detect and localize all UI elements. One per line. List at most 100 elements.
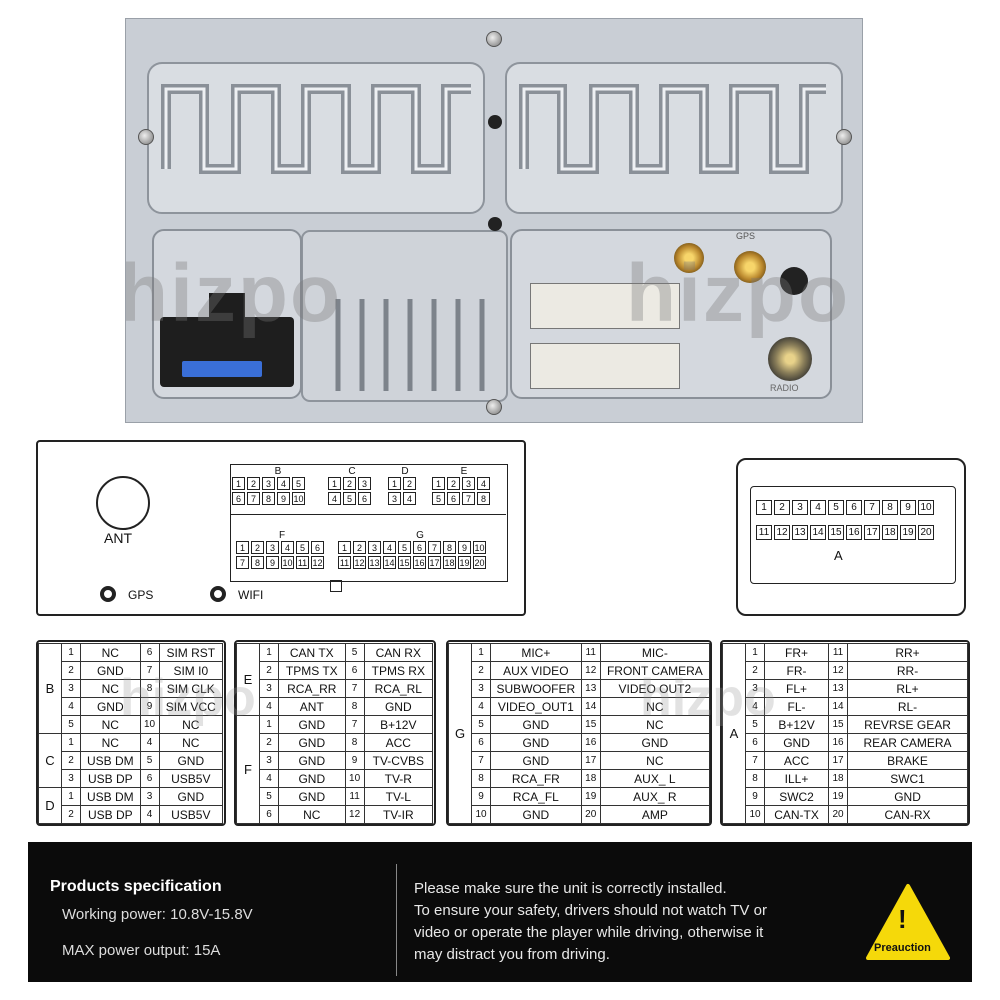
table-frame-ef [234,640,436,826]
pin-function: TPMS TX [278,661,346,680]
pin-number: 9 [471,787,491,806]
pin-function: GND [363,697,434,716]
pin-number: 2 [61,661,81,680]
pin-function: GND [490,751,582,770]
pin-function: GND [278,769,346,788]
pin-function: REAR CAMERA [847,733,968,752]
pin-cell: 7 [247,492,260,505]
pin-function: VIDEO_OUT1 [490,697,582,716]
pin-function: TV-R [363,769,434,788]
pin-cell: 1 [756,500,772,515]
pin-number: 5 [61,715,81,734]
pin-cell: 2 [403,477,416,490]
pin-cell: 4 [281,541,294,554]
working-power: Working power: 10.8V-15.8V [62,906,253,923]
connector-key [330,580,342,592]
pin-number: 10 [471,805,491,824]
group-d-label: D [401,466,409,477]
pin-function: CAN-TX [763,805,830,824]
pin-number: 18 [580,769,601,788]
gps-antenna-port [734,251,766,283]
pin-cell: 9 [458,541,471,554]
pin-function: GND [278,715,346,734]
radio-antenna-port [768,337,812,381]
pin-cell: 9 [900,500,916,515]
pin-number: 2 [471,661,491,680]
group-cell: C [38,733,62,788]
warning-exclamation: ! [898,904,907,934]
pin-cell: 6 [358,492,371,505]
pin-function: RCA_RR [278,679,346,698]
group-e-label: E [460,466,468,477]
pin-number: 6 [139,769,160,788]
pin-number: 7 [471,751,491,770]
pin-cell: 7 [428,541,441,554]
pin-cell: 17 [428,556,441,569]
pin-number: 15 [828,715,849,734]
pin-function: VIDEO OUT2 [599,679,711,698]
pin-cell: 11 [296,556,309,569]
pin-cell: 2 [353,541,366,554]
mount-hole [488,115,502,129]
pin-number: 1 [745,643,765,662]
pin-number: 12 [580,661,601,680]
pin-number: 4 [259,697,279,716]
pin-function: TPMS RX [363,661,434,680]
group-cell: G [448,643,472,824]
pin-number: 9 [344,751,365,770]
connector-a-outline [750,486,956,584]
pin-function: GND [847,787,968,806]
pin-cell: 7 [864,500,880,515]
pin-cell: 2 [343,477,356,490]
pin-function: RCA_RL [363,679,434,698]
group-cell: B [38,643,62,734]
watermark-left: hizpo [125,248,343,339]
pin-number: 3 [471,679,491,698]
pin-number: 3 [259,679,279,698]
pin-cell: 13 [792,525,808,540]
pin-function: AUX_ R [599,787,711,806]
pin-number: 9 [745,787,765,806]
pin-cell: 12 [353,556,366,569]
pin-function: CAN RX [363,643,434,662]
pin-function: SWC2 [763,787,830,806]
pin-function: USB DP [80,805,141,824]
pin-number: 6 [259,805,279,824]
group-g-label: G [416,530,424,541]
pin-number: 1 [61,787,81,806]
screw-icon [486,31,502,47]
pin-cell: 19 [458,556,471,569]
pin-number: 3 [61,769,81,788]
pin-number: 14 [580,697,601,716]
pin-cell: 1 [388,477,401,490]
pin-cell: 4 [477,477,490,490]
footer-banner: Products specification Working power: 10… [28,842,972,982]
pin-cell: 5 [398,541,411,554]
ant-label: ANT [104,530,132,546]
pin-number: 7 [344,679,365,698]
radio-port-label: RADIO [770,383,799,393]
pin-number: 14 [828,697,849,716]
pin-function: GND [490,805,582,824]
pin-cell: 3 [388,492,401,505]
connector-divider [230,514,506,515]
pin-function: RL- [847,697,968,716]
